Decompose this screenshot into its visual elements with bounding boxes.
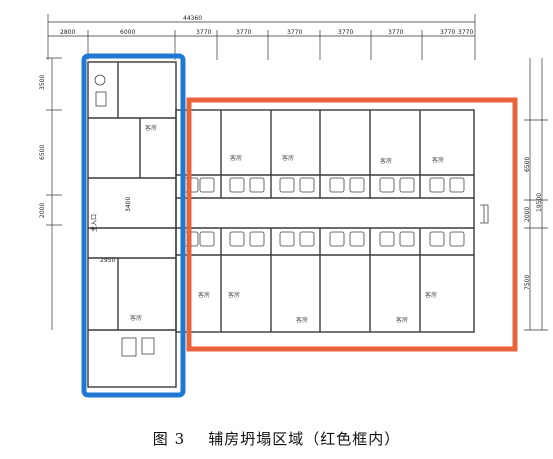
- room-label: 客房: [230, 154, 242, 162]
- room-labels: 客房 客房 客房 客房 客房 客房 客房 客房 客房 客房 客房: [130, 124, 444, 324]
- bathroom-fixtures: [94, 74, 489, 357]
- right-dim-label: 2000: [524, 207, 531, 222]
- room-label: 客房: [282, 154, 294, 162]
- floor-plan: 44360 2800 6000 3770 3770 3770 3770 3770…: [39, 14, 548, 398]
- caption-text: 辅房坍塌区域（红色框内）: [208, 430, 401, 448]
- top-dim-label: 3770: [388, 29, 403, 36]
- figure-number: 图 3: [152, 430, 186, 448]
- preserved-area-box: [81, 53, 186, 398]
- corridor-dim-label: 3400: [125, 197, 132, 212]
- top-dim-label: 6000: [120, 29, 135, 36]
- room-label: 客房: [130, 314, 142, 322]
- top-dim-label: 3770: [287, 29, 302, 36]
- room-label: 客房: [396, 316, 408, 324]
- walls: [87, 61, 475, 388]
- top-dim-label: 3770: [338, 29, 353, 36]
- top-dimension-lines: [47, 14, 476, 60]
- left-dim-label: 3500: [39, 75, 46, 90]
- room-label: 客房: [145, 124, 157, 132]
- left-dim-label: 6500: [39, 145, 46, 160]
- top-dimension-labels: 2800 6000 3770 3770 3770 3770 3770 3770 …: [60, 29, 473, 36]
- top-dim-label: 3770: [196, 29, 211, 36]
- left-dimension-lines: [46, 57, 62, 330]
- right-dim-label: 7500: [524, 275, 531, 290]
- entrance-label: 主入口: [90, 214, 98, 232]
- right-dimension-lines: [524, 58, 548, 331]
- top-dim-label: 3770: [458, 29, 473, 36]
- collapse-area-box: [186, 97, 518, 352]
- top-dim-label: 2800: [60, 29, 75, 36]
- room-label: 客房: [198, 291, 210, 299]
- room-label: 客房: [432, 156, 444, 164]
- small-dim-label: 2950: [100, 257, 115, 264]
- room-label: 客房: [380, 157, 392, 165]
- room-label: 客房: [296, 316, 308, 324]
- room-label: 客房: [228, 291, 240, 299]
- total-width-label: 44360: [183, 15, 202, 22]
- room-label: 客房: [425, 291, 437, 299]
- top-dim-label: 3770: [236, 29, 251, 36]
- figure-caption: 图 3 辅房坍塌区域（红色框内）: [0, 428, 553, 449]
- left-dim-label: 2000: [39, 203, 46, 218]
- right-total-label: 19500: [536, 193, 543, 212]
- top-dim-label: 3770: [440, 29, 455, 36]
- right-dim-label: 6500: [524, 157, 531, 172]
